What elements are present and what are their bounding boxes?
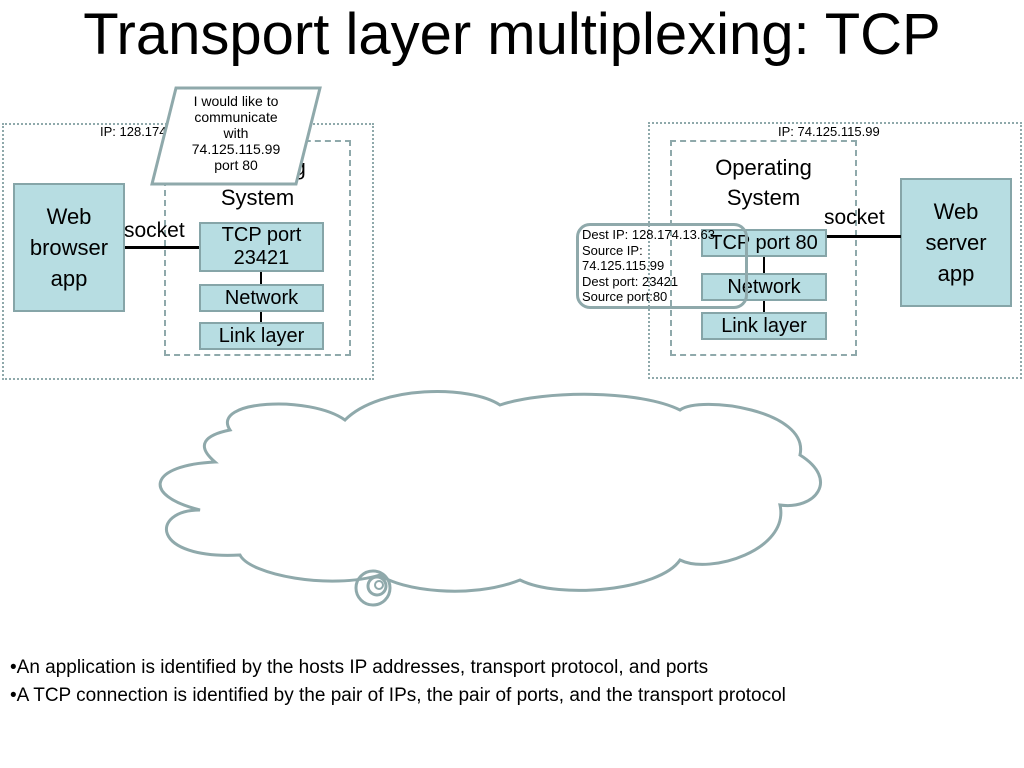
bullet-item: •An application is identified by the hos… — [10, 657, 709, 678]
client-tcp-port: TCP port 23421 — [199, 222, 324, 272]
cloud-tail-middle — [366, 575, 388, 597]
packet-header-box — [576, 223, 748, 309]
web-browser-app: Web browser app — [13, 183, 125, 312]
server-tcp-port-label: TCP port 80 — [710, 231, 818, 254]
server-layer-link-2 — [763, 301, 765, 313]
client-network-label: Network — [224, 286, 299, 309]
server-socket-label: socket — [824, 206, 885, 229]
bullet-item: •A TCP connection is identified by the p… — [10, 685, 786, 706]
client-network-layer: Network — [199, 284, 324, 312]
packet-header-text: Dest IP: 128.174.13.63 Source IP: 74.125… — [582, 227, 715, 304]
web-server-app: Web server app — [900, 178, 1012, 307]
client-socket-line — [125, 246, 200, 249]
server-host-boundary — [648, 122, 1022, 379]
cloud-tail-outer — [354, 569, 392, 607]
bullet-list: •An application is identified by the hos… — [10, 654, 1010, 710]
client-callout-text: I would like to communicate with 74.125.… — [191, 93, 281, 173]
server-link-layer: Link layer — [701, 312, 827, 340]
client-layer-link-1 — [260, 272, 262, 285]
client-socket-label: socket — [124, 219, 185, 242]
server-os-boundary — [670, 140, 857, 356]
client-tcp-port-label: TCP port 23421 — [221, 224, 302, 269]
server-link-layer-label: Link layer — [721, 314, 807, 337]
server-ip-label: IP: 74.125.115.99 — [778, 124, 880, 139]
web-server-app-label: Web server app — [925, 199, 987, 286]
server-layer-link-1 — [763, 257, 765, 274]
client-callout-shape — [150, 86, 322, 186]
server-tcp-port: TCP port 80 — [701, 229, 827, 257]
web-browser-app-label: Web browser app — [29, 204, 109, 291]
server-socket-line — [826, 235, 901, 238]
slide-title: Transport layer multiplexing: TCP — [83, 2, 941, 67]
server-os-label: Operating System — [715, 155, 812, 210]
cloud-tail-inner — [374, 580, 384, 590]
client-link-layer: Link layer — [199, 322, 324, 350]
client-layer-link-2 — [260, 312, 262, 323]
client-link-layer-label: Link layer — [218, 324, 305, 347]
